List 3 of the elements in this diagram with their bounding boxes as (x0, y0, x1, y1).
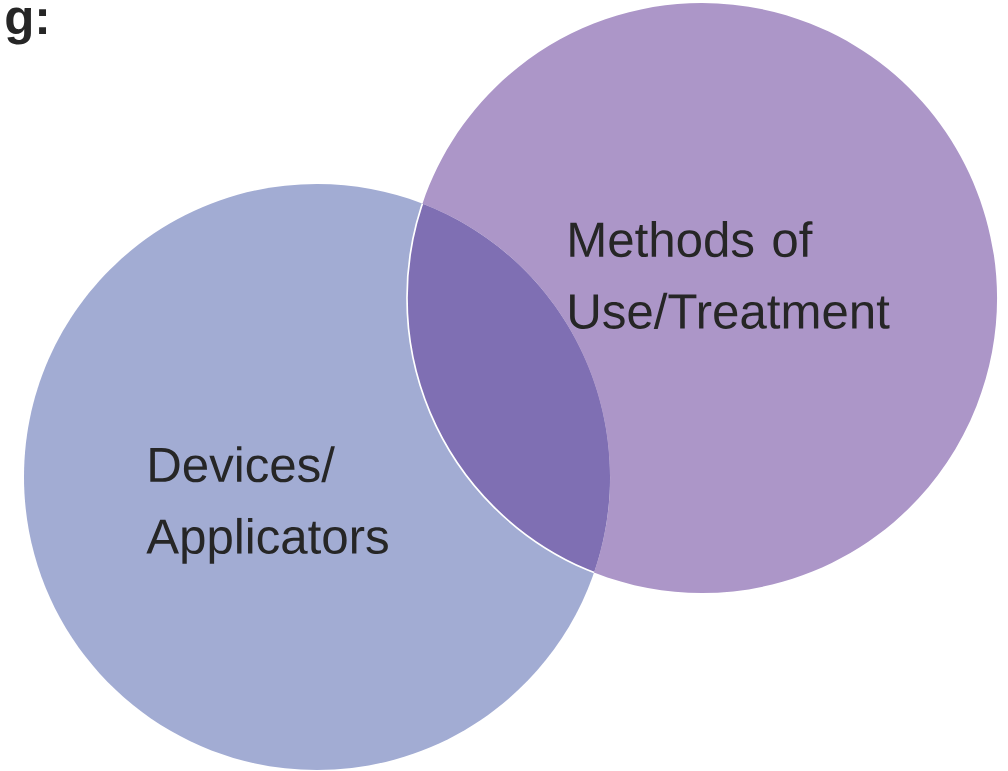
heading-fragment: g: (6, 7, 46, 45)
circle-label: Methods of Use/Treatment (570, 221, 890, 329)
circle-label: Devices/ Applicators (146, 446, 388, 564)
